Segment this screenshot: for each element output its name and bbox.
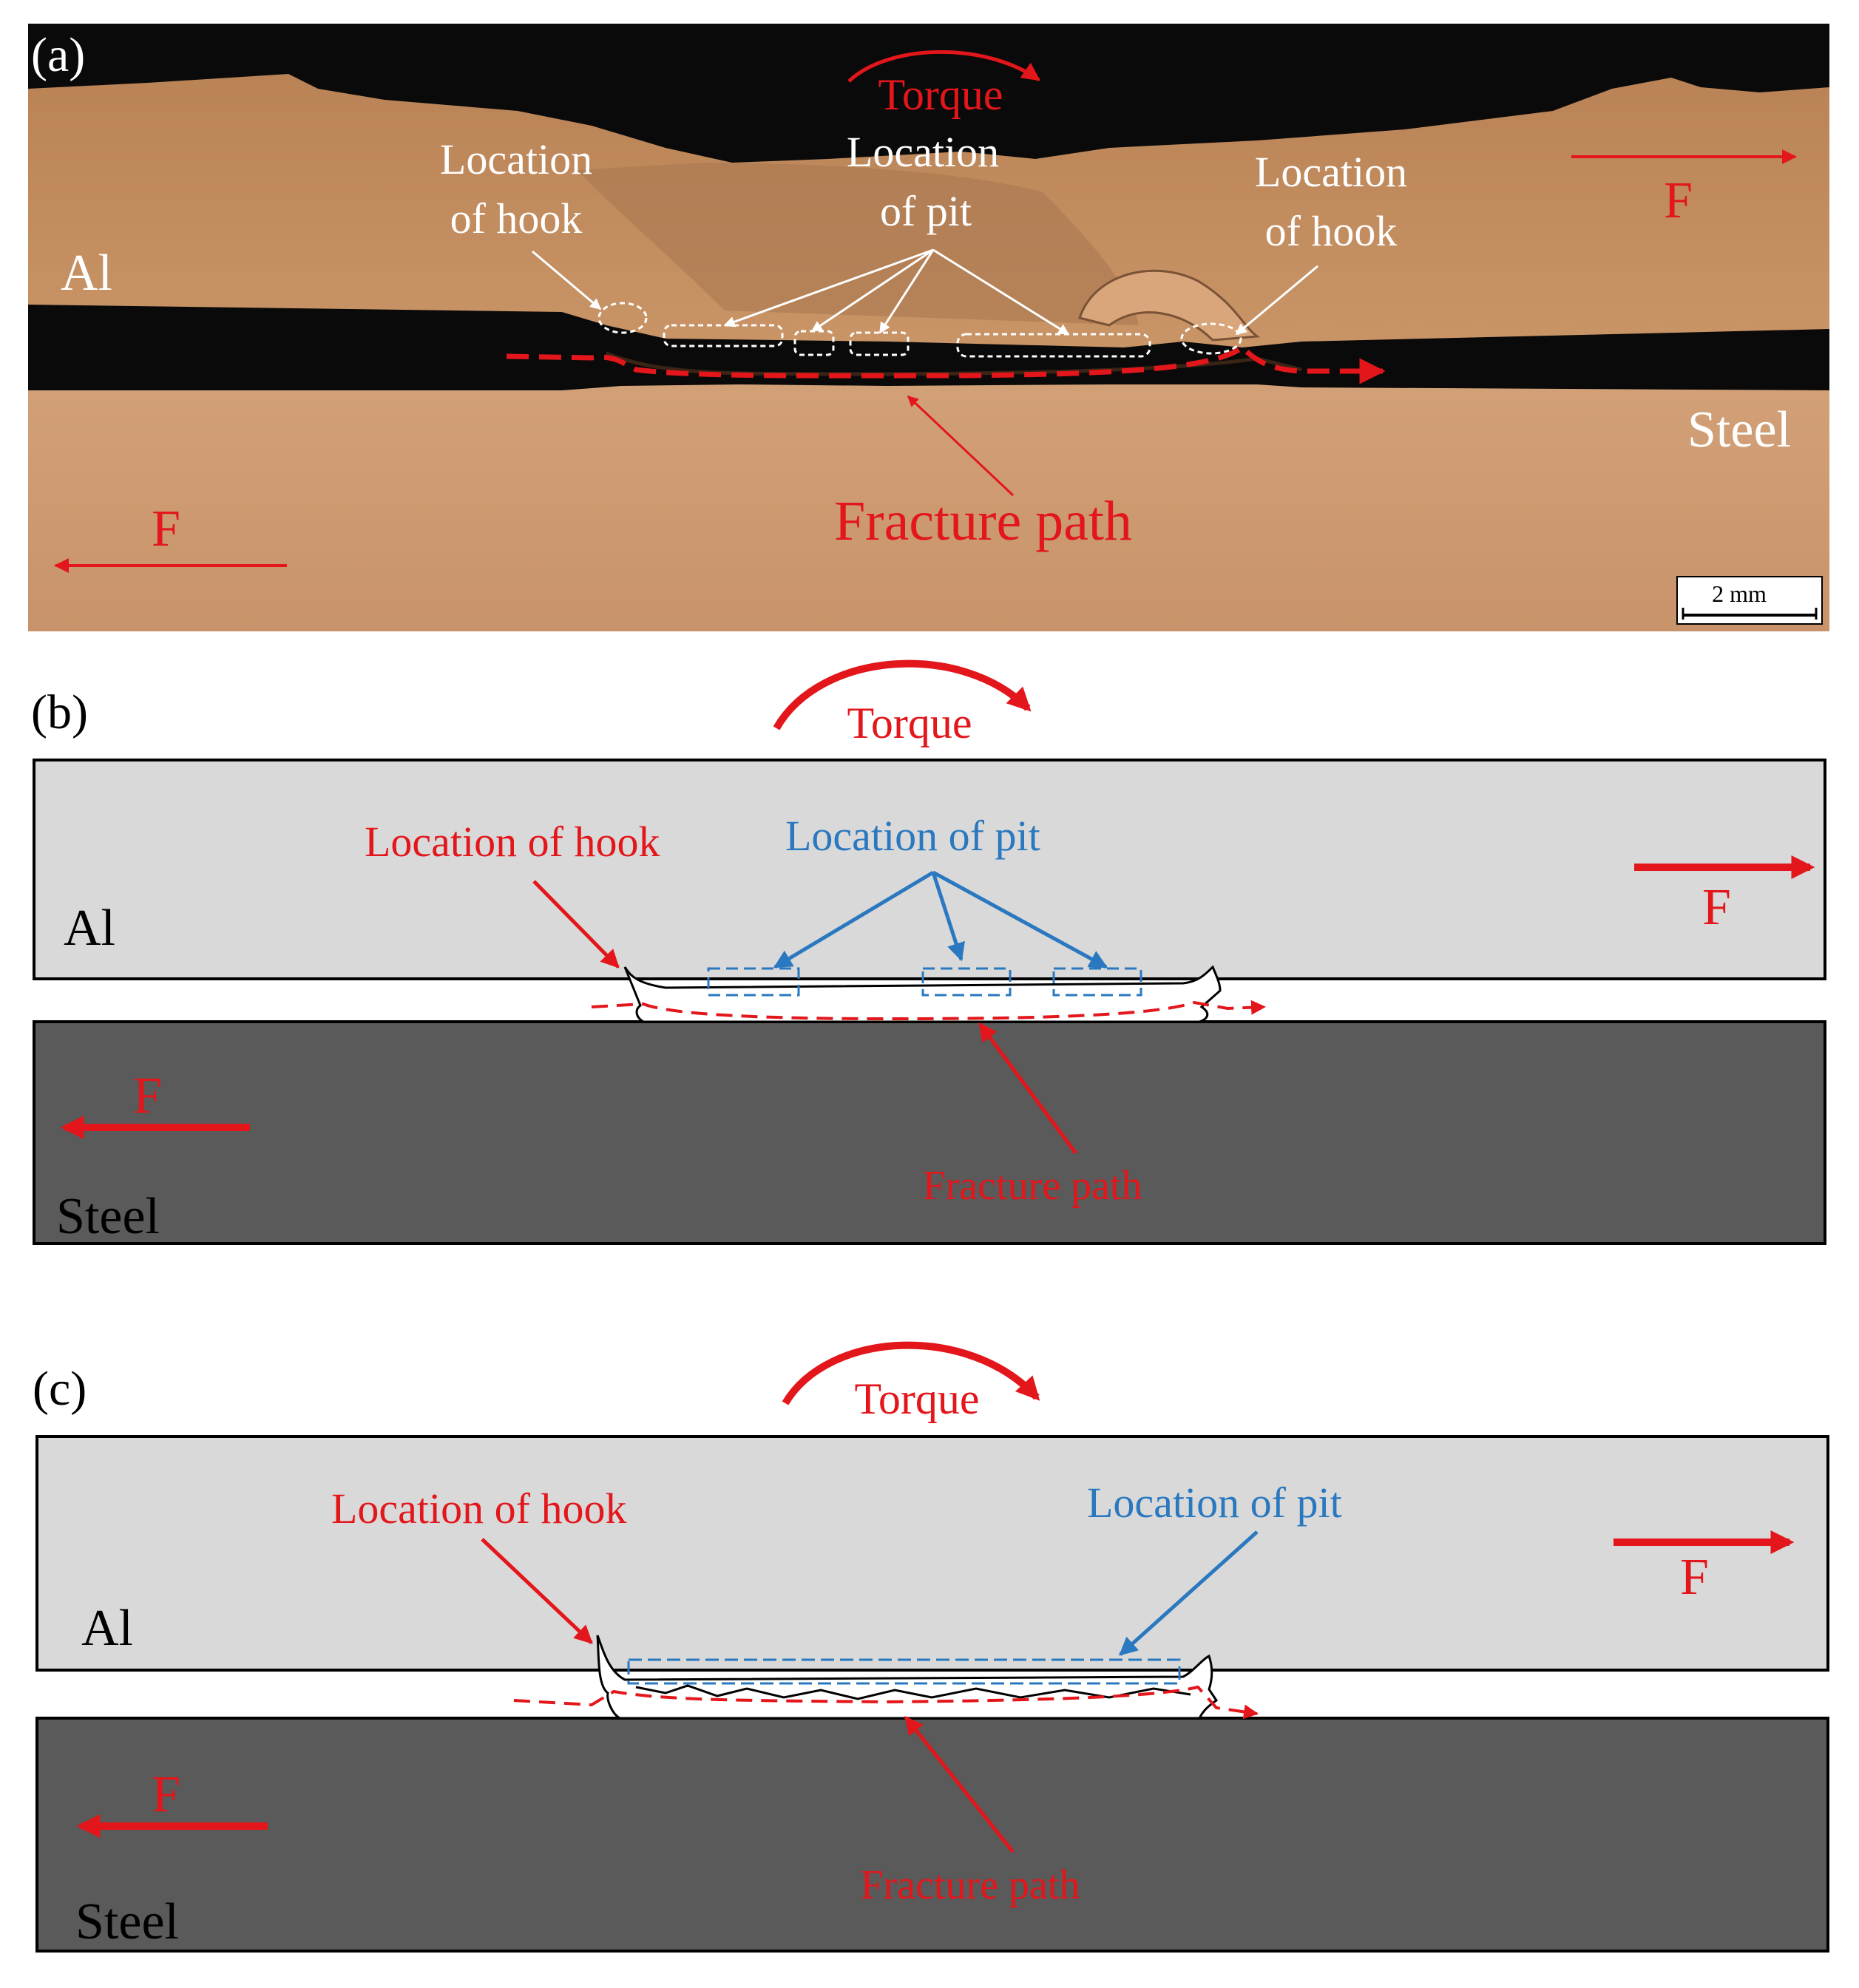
panel-c-fracture-pointer <box>904 1716 1015 1853</box>
panel-a-hook-right-label-line1: Location <box>1255 148 1407 196</box>
panel-a-steel-label: Steel <box>1687 401 1791 458</box>
panel-a-hook-marker-left <box>597 302 648 334</box>
panel-b-torque-label: Torque <box>847 699 972 747</box>
panel-c-fracture-label: Fracture path <box>861 1862 1080 1908</box>
panel-c-force-left-label: F <box>152 1766 180 1823</box>
panel-a-hook-left-label-line1: Location <box>440 135 592 183</box>
panel-c: (c) Torque Location of hook Location of … <box>33 1341 1829 1953</box>
panel-c-torque-arrow <box>782 1341 1040 1405</box>
panel-a-pit-marker-1 <box>663 324 784 347</box>
panel-c-fracture-path <box>513 1685 1259 1720</box>
panel-b-label: (b) <box>31 685 88 739</box>
panel-a-hook-right-label-line2: of hook <box>1265 207 1398 255</box>
panel-a-pit-pointer-1 <box>723 248 934 328</box>
panel-c-pit-marker <box>627 1658 1181 1685</box>
panel-a-torque-arrow <box>847 50 1041 83</box>
panel-b-pit-marker-3 <box>1052 967 1142 997</box>
panel-a-hook-marker-right <box>1180 322 1242 355</box>
panel-a-pit-label-line2: of pit <box>880 187 972 235</box>
panel-b-force-right-label: F <box>1702 879 1731 936</box>
panel-b-fracture-pointer <box>978 1022 1078 1155</box>
panel-b-pit-pointer-3 <box>932 870 1108 969</box>
panel-c-pit-label: Location of pit <box>1087 1479 1342 1527</box>
panel-b-fracture-path <box>591 1000 1266 1021</box>
panel-b-hook-label: Location of hook <box>365 818 660 866</box>
panel-c-steel-label: Steel <box>75 1893 179 1950</box>
panel-c-label: (c) <box>33 1362 87 1416</box>
panel-a-pit-label-line1: Location <box>847 128 999 176</box>
panel-c-force-right-label: F <box>1680 1549 1709 1606</box>
panel-b-hook-pointer <box>532 880 620 968</box>
panel-a-pit-marker-3 <box>849 331 910 356</box>
panel-b-al-plate <box>33 759 1826 980</box>
panel-b: (b) Torque Location of hook Location of … <box>31 659 1826 1245</box>
panel-b-pit-marker-1 <box>707 967 800 997</box>
panel-a-al-label: Al <box>61 245 112 302</box>
panel-a-pit-pointer-2 <box>810 248 934 333</box>
panel-a-label: (a) <box>31 28 85 82</box>
panel-b-steel-label: Steel <box>56 1188 160 1245</box>
panel-c-steel-plate <box>35 1717 1829 1953</box>
panel-a-stir-zone <box>577 163 1139 325</box>
panel-a-hook-right-pointer <box>1235 265 1318 336</box>
panel-c-al-plate <box>35 1435 1829 1672</box>
panel-a-fracture-pointer <box>907 395 1015 497</box>
panel-b-torque-arrow <box>773 659 1032 730</box>
panel-a-fracture-label: Fracture path <box>834 490 1132 552</box>
panel-a-fracture-path <box>506 344 1386 384</box>
panel-b-pit-marker-2 <box>921 967 1012 997</box>
panel-b-pit-pointer-1 <box>773 870 935 969</box>
panel-c-al-label: Al <box>81 1600 133 1657</box>
panel-a-steel-sheet <box>28 384 1829 631</box>
panel-a-force-left-label: F <box>152 501 180 557</box>
panel-a-torque-label: Torque <box>878 70 1003 119</box>
panel-b-force-left-label: F <box>133 1068 162 1124</box>
panel-a-hook-left-label-line2: of hook <box>450 194 583 242</box>
panel-c-hook-pointer <box>481 1538 593 1644</box>
panel-a-hook-left-pointer <box>532 250 602 311</box>
panel-b-fracture-label: Fracture path <box>923 1163 1142 1209</box>
panel-b-steel-plate <box>33 1020 1826 1245</box>
panel-b-pit-label: Location of pit <box>785 812 1040 860</box>
panel-c-hook-label: Location of hook <box>331 1485 626 1533</box>
panel-c-jagged-zone <box>635 1684 1191 1700</box>
panel-a-scale-label: 2 mm <box>1712 580 1767 607</box>
panel-c-pit-pointer <box>1119 1530 1259 1656</box>
panel-a-force-right-label: F <box>1664 172 1693 229</box>
panel-a-pit-pointer-4 <box>932 248 1070 336</box>
panel-b-pit-pointer-2 <box>931 872 966 962</box>
panel-b-al-label: Al <box>64 900 115 957</box>
panel-a-pit-pointer-3 <box>878 249 935 334</box>
panel-a: (a) Torque Location of hook Location of … <box>28 24 1829 631</box>
panel-c-torque-label: Torque <box>854 1374 979 1423</box>
panel-a-pit-marker-4 <box>956 333 1151 358</box>
panel-c-joint-gap <box>596 1635 1219 1720</box>
